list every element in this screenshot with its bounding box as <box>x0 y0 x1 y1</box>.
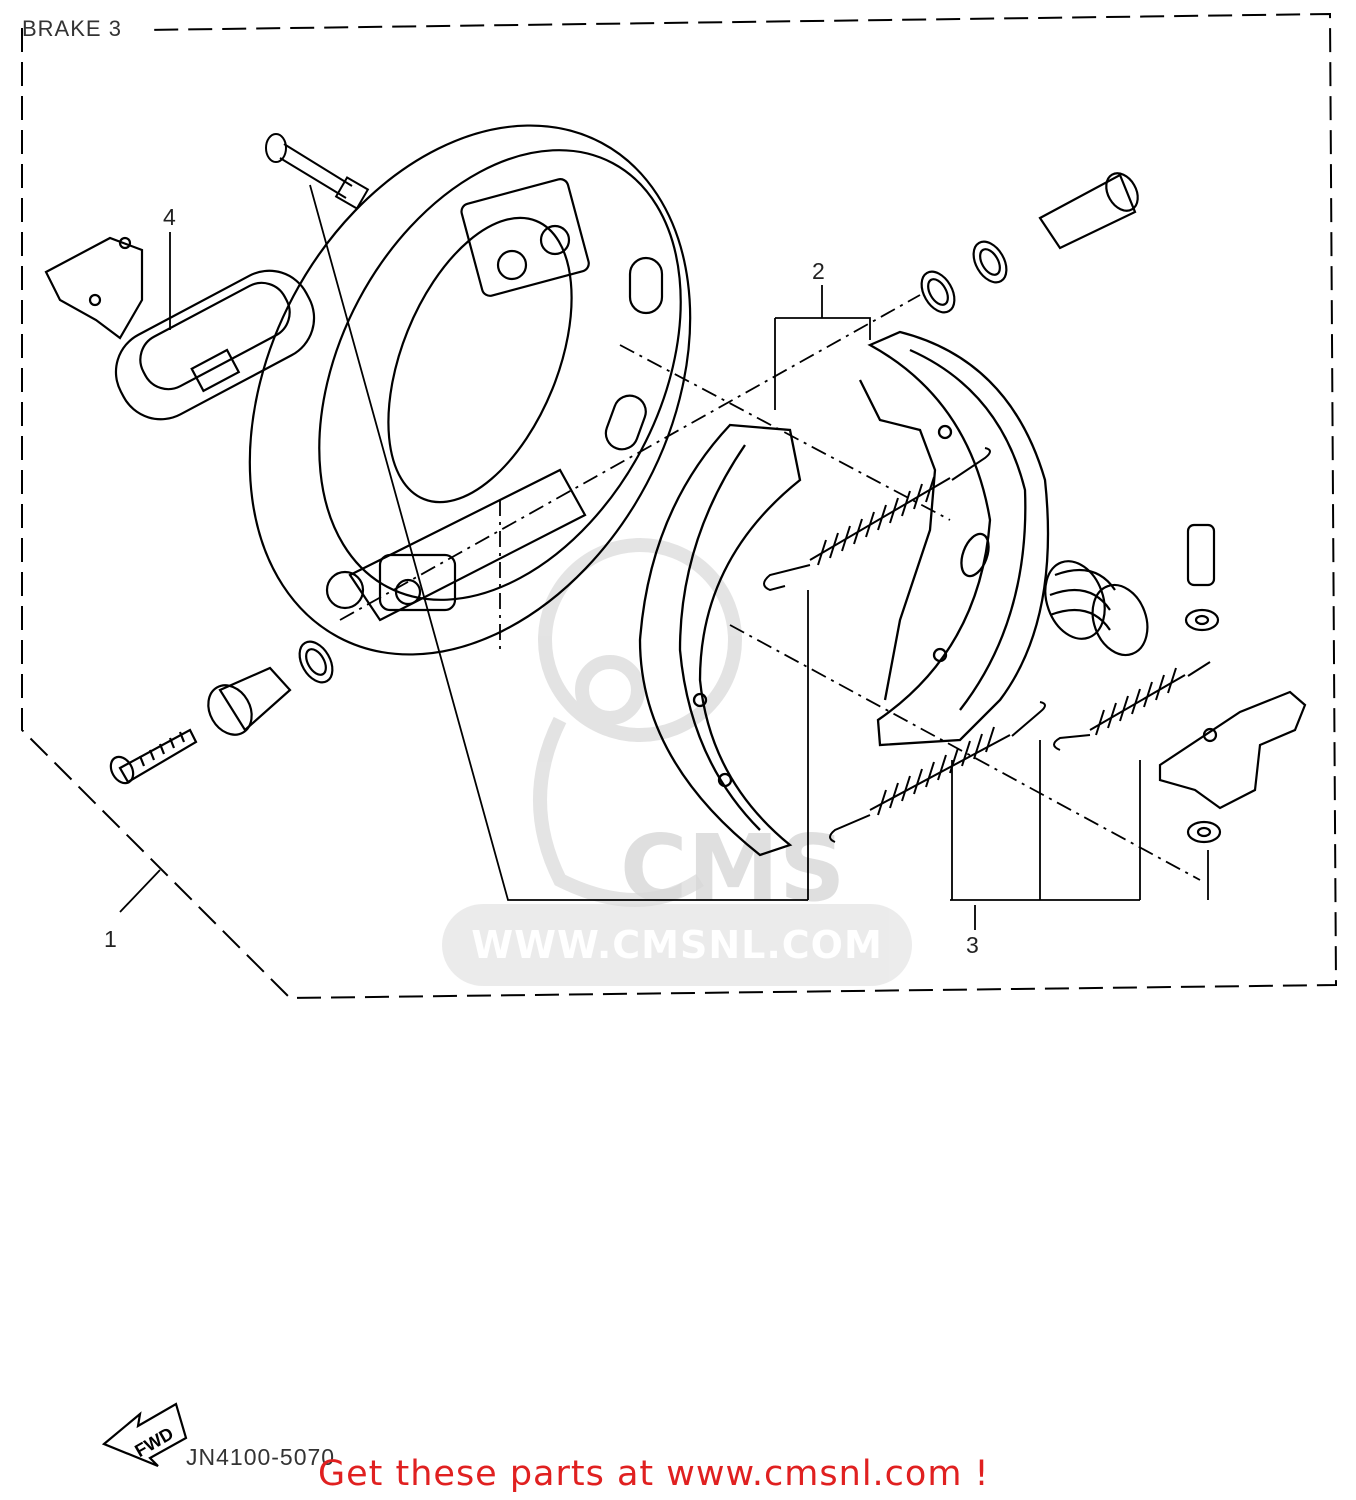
watermark-url-badge: WWW.CMSNL.COM <box>442 904 912 986</box>
cover-plate <box>114 269 316 421</box>
hold-down-spring <box>1044 560 1149 657</box>
return-spring-lower <box>829 701 1046 843</box>
adjuster-parts <box>109 640 334 785</box>
callout-4: 4 <box>163 204 176 230</box>
backing-plate <box>248 124 692 656</box>
drawing-code: JN4100-5070 <box>186 1444 336 1470</box>
return-spring-right <box>1053 661 1211 751</box>
brake-shoe-right <box>858 330 1050 747</box>
diagram-title: BRAKE 3 <box>22 16 122 41</box>
fwd-arrow-icon <box>101 1402 188 1468</box>
callout-2: 2 <box>812 258 825 284</box>
pin-and-lever <box>1158 523 1307 844</box>
watermark-logo <box>533 538 742 907</box>
return-spring-upper <box>763 447 991 592</box>
leader-lines <box>119 184 1209 930</box>
promo-link[interactable]: Get these parts at www.cmsnl.com ! <box>318 1454 990 1494</box>
assembly-boundary <box>21 12 1338 1000</box>
callout-1: 1 <box>104 926 117 952</box>
pivot-bolt <box>265 133 370 210</box>
mounting-bracket <box>44 236 144 340</box>
brake-shoe-left <box>638 423 802 857</box>
sleeve-parts <box>920 172 1139 314</box>
watermark-url-text: WWW.CMSNL.COM <box>471 923 883 967</box>
callout-3: 3 <box>966 932 979 958</box>
